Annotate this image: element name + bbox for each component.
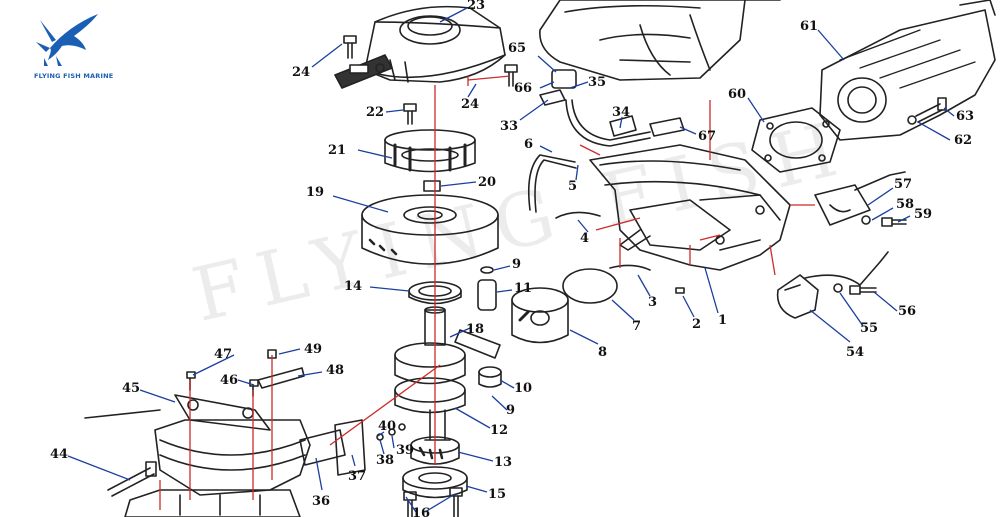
starter-pulley	[384, 129, 476, 173]
callout: 54	[846, 345, 864, 360]
callout: 18	[466, 322, 484, 337]
piston-ring	[562, 268, 618, 304]
callout: 44	[50, 447, 68, 462]
callout: 46	[220, 373, 238, 388]
bolt	[403, 487, 463, 517]
flywheel-nut	[423, 180, 441, 192]
callout: 40	[378, 419, 396, 434]
callout: 45	[122, 381, 140, 396]
callout: 37	[348, 469, 366, 484]
leader-lines	[67, 7, 955, 513]
callout: 66	[514, 81, 532, 96]
callout: 62	[954, 133, 972, 148]
crankcase	[589, 144, 791, 271]
callout: 22	[366, 105, 384, 120]
callout: 21	[328, 143, 346, 158]
callout: 23	[467, 0, 485, 13]
callout: 60	[728, 87, 746, 102]
ignition-coil	[814, 171, 906, 226]
callout: 61	[800, 19, 818, 34]
callout: 19	[306, 185, 324, 200]
callout: 34	[612, 105, 630, 120]
piston	[511, 287, 569, 344]
lower-cover-bracket	[84, 394, 311, 496]
bolt	[881, 217, 907, 227]
callout: 12	[490, 423, 508, 438]
fuel-filter	[609, 115, 685, 137]
crankshaft	[394, 306, 501, 441]
callout: 4	[580, 231, 589, 246]
callout: 56	[898, 304, 916, 319]
bolt	[504, 64, 518, 87]
callout: 14	[344, 279, 362, 294]
brand-name: FLYING FISH MARINE	[34, 72, 114, 80]
callout: 11	[514, 281, 532, 296]
callout: 57	[894, 177, 912, 192]
cylinder-block	[819, 0, 996, 141]
callout: 1	[718, 313, 727, 328]
callout: 48	[326, 363, 344, 378]
fuel-hose	[565, 99, 651, 147]
fish-icon	[36, 14, 98, 66]
cylinder-gasket	[751, 107, 841, 173]
bolt	[403, 103, 417, 125]
callout: 39	[396, 443, 414, 458]
recoil-starter-cover	[364, 5, 506, 83]
callout: 58	[896, 197, 914, 212]
callout: 9	[512, 257, 521, 272]
callout: 63	[956, 109, 974, 124]
callout: 13	[494, 455, 512, 470]
bolt	[343, 35, 357, 59]
flying-fish-logo	[36, 14, 98, 66]
callout: 36	[312, 494, 330, 509]
callout: 24	[292, 65, 310, 80]
throttle-lever	[257, 349, 305, 389]
callout: 59	[914, 207, 932, 222]
washer	[833, 283, 843, 293]
reed-valve	[555, 211, 685, 294]
callout: 7	[632, 319, 641, 334]
bearing-holder	[402, 466, 468, 499]
alignment-lines	[159, 75, 815, 510]
breather-hose	[527, 154, 577, 213]
callout: 20	[478, 175, 496, 190]
callout: 16	[412, 506, 430, 517]
callout: 10	[514, 381, 532, 396]
bolt	[849, 285, 877, 295]
callout: 24	[461, 97, 479, 112]
callout: 67	[698, 129, 716, 144]
callout: 15	[488, 487, 506, 502]
callout: 8	[598, 345, 607, 360]
mount-plate	[299, 419, 366, 476]
callout: 55	[860, 321, 878, 336]
callout: 6	[524, 137, 533, 152]
callout: 38	[376, 453, 394, 468]
long-bolt	[107, 461, 157, 497]
callout: 33	[500, 119, 518, 134]
bolt	[907, 97, 947, 125]
flywheel	[361, 194, 499, 265]
spark-plug-cap	[776, 251, 889, 319]
piston-pin	[477, 266, 497, 311]
callout: 2	[692, 317, 701, 332]
washer	[861, 215, 871, 225]
lower-housing	[124, 489, 301, 517]
cover-bracket	[334, 54, 393, 89]
callout: 5	[568, 179, 577, 194]
callout: 65	[508, 41, 526, 56]
callout: 9	[506, 403, 515, 418]
fuel-tank	[539, 0, 781, 81]
fuel-cock	[539, 69, 577, 106]
bearing	[478, 366, 502, 388]
callout: 3	[648, 295, 657, 310]
callout: 49	[304, 342, 322, 357]
callout: 47	[214, 347, 232, 362]
callout: 35	[588, 75, 606, 90]
